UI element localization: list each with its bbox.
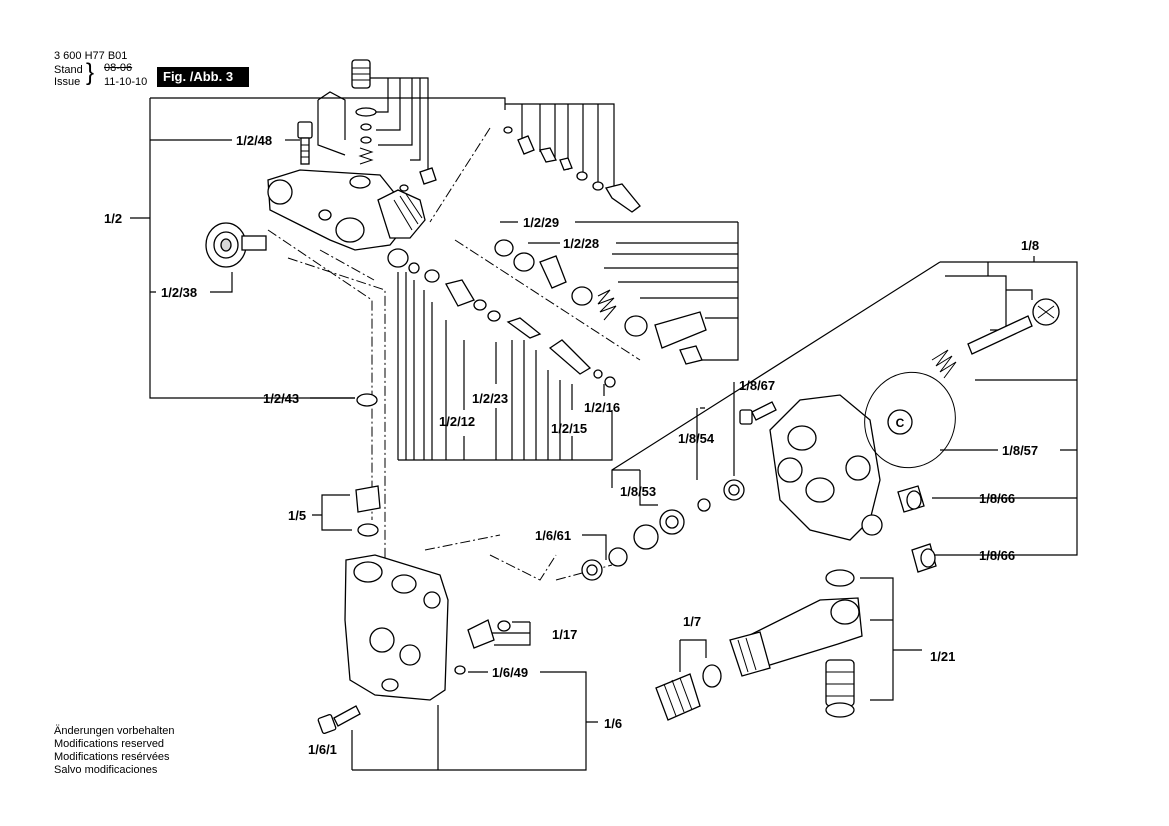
label-1-6-1: 1/6/1 bbox=[308, 742, 337, 757]
oring-1-8-57 bbox=[864, 371, 956, 469]
small-oring bbox=[399, 184, 409, 192]
leader-1-8-inner bbox=[696, 382, 735, 480]
bolt-1-6-1 bbox=[317, 705, 361, 734]
bracket-1-2-right bbox=[575, 221, 739, 361]
leader-fan-lower bbox=[397, 272, 613, 461]
oring-1-2-43 bbox=[356, 393, 378, 407]
label-1-2-12: 1/2/12 bbox=[439, 414, 476, 429]
label-1-2-16: 1/2/16 bbox=[584, 400, 621, 415]
bracket-1-7 bbox=[679, 639, 707, 672]
label-1-8-66-lower: 1/8/66 bbox=[979, 548, 1016, 563]
note-de: Änderungen vorbehalten bbox=[54, 725, 175, 737]
brace-glyph: } bbox=[86, 59, 95, 86]
label-1-2-23: 1/2/23 bbox=[472, 391, 509, 406]
head-housing bbox=[769, 394, 883, 541]
note-fr: Modifications resérvées bbox=[54, 751, 170, 763]
new-date: 11-10-10 bbox=[104, 76, 148, 88]
modifications-notes: Änderungen vorbehalten Modifications res… bbox=[54, 725, 174, 777]
nipple-fitting bbox=[351, 59, 377, 165]
label-1-2: 1/2 bbox=[104, 211, 123, 226]
knob-1-2-38 bbox=[205, 222, 267, 268]
seal-stack-right bbox=[494, 239, 707, 365]
c-marker-circle bbox=[887, 409, 913, 435]
label-1-6-49: 1/6/49 bbox=[492, 665, 529, 680]
leader-1-8-66 bbox=[932, 497, 955, 556]
seal-stack-left bbox=[387, 248, 616, 388]
centerline-head bbox=[424, 534, 613, 581]
note-en: Modifications reserved bbox=[54, 738, 165, 750]
fitting-1-17 bbox=[467, 619, 511, 649]
bracket-1-5 bbox=[312, 494, 352, 531]
label-1-17: 1/17 bbox=[552, 627, 578, 642]
stand-label: Stand bbox=[54, 64, 83, 76]
bracket-1-2 bbox=[130, 97, 506, 399]
note-es: Salvo modificaciones bbox=[54, 764, 158, 776]
figure-tag: Fig. /Abb. 3 bbox=[157, 67, 249, 87]
bracket-1-17 bbox=[490, 621, 531, 646]
label-1-2-29: 1/2/29 bbox=[523, 215, 560, 230]
issue-label: Issue bbox=[54, 76, 81, 88]
small-plug bbox=[419, 167, 437, 185]
valve-stack bbox=[503, 126, 641, 213]
label-1-8-54: 1/8/54 bbox=[678, 431, 715, 446]
label-1-8-57: 1/8/57 bbox=[1002, 443, 1039, 458]
label-1-8-53: 1/8/53 bbox=[620, 484, 657, 499]
piston-spring bbox=[931, 298, 1060, 379]
label-1-2-48: 1/2/48 bbox=[236, 133, 273, 148]
manifold-body bbox=[267, 169, 426, 251]
label-1-21: 1/21 bbox=[930, 649, 956, 664]
label-1-2-28: 1/2/28 bbox=[563, 236, 600, 251]
label-1-8-66-upper: 1/8/66 bbox=[979, 491, 1016, 506]
bracket-1-6 bbox=[351, 671, 598, 771]
leader-fan-valve bbox=[505, 103, 615, 195]
document-number: 3 600 H77 B01 bbox=[54, 50, 128, 62]
oring-1-21 bbox=[825, 569, 855, 587]
oring-1-6-49 bbox=[454, 665, 466, 675]
u-clip bbox=[317, 91, 346, 156]
centerline-right-stack bbox=[429, 127, 641, 581]
leader-1-6-61 bbox=[582, 534, 607, 560]
leader-fan-top bbox=[360, 77, 429, 172]
label-1-8: 1/8 bbox=[1021, 238, 1040, 253]
label-1-7: 1/7 bbox=[683, 614, 702, 629]
leader-1-2-38 bbox=[210, 272, 233, 293]
label-1-6: 1/6 bbox=[604, 716, 623, 731]
bracket-1-8 bbox=[940, 256, 1078, 556]
plugs-1-8-66 bbox=[897, 485, 937, 573]
bolt-1-2-48 bbox=[297, 121, 313, 165]
fitting-lower-1-21 bbox=[825, 659, 855, 718]
c-marker-text: C bbox=[896, 416, 905, 430]
label-1-2-15: 1/2/15 bbox=[551, 421, 588, 436]
bolt-1-8-67 bbox=[739, 401, 777, 425]
outlet-elbow bbox=[729, 597, 863, 677]
plug-1-5 bbox=[355, 485, 381, 537]
old-date: 08-06 bbox=[104, 62, 133, 74]
leader-1-8-diag bbox=[611, 261, 941, 506]
label-1-8-67: 1/8/67 bbox=[739, 378, 776, 393]
label-1-6-61: 1/6/61 bbox=[535, 528, 572, 543]
centerline-left bbox=[267, 229, 386, 600]
pump-base-housing bbox=[344, 554, 449, 701]
seals-1-6-61 bbox=[581, 479, 745, 581]
bracket-1-21 bbox=[860, 577, 922, 701]
fitting-1-7 bbox=[655, 664, 722, 721]
label-1-5: 1/5 bbox=[288, 508, 307, 523]
label-1-2-38: 1/2/38 bbox=[161, 285, 198, 300]
label-1-2-43: 1/2/43 bbox=[263, 391, 300, 406]
